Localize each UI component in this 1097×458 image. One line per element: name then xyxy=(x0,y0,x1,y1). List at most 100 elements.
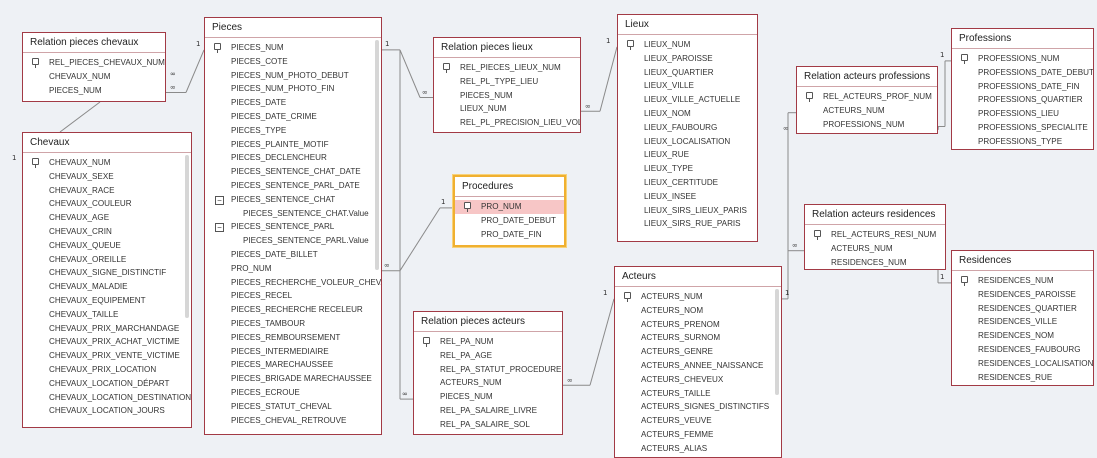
field[interactable]: PIECES_SENTENCE_CHAT.Value xyxy=(205,207,381,221)
table-title[interactable]: Residences xyxy=(952,251,1093,271)
field[interactable]: ACTEURS_SURNOM xyxy=(615,331,781,345)
field[interactable]: CHEVAUX_SEXE xyxy=(23,170,191,184)
field[interactable]: CHEVAUX_LOCATION_DESTINATION xyxy=(23,391,191,405)
field[interactable]: PROFESSIONS_SPECIALITE xyxy=(952,121,1093,135)
field[interactable]: LIEUX_VILLE xyxy=(618,79,757,93)
primary-key-field[interactable]: REL_PIECES_CHEVAUX_NUM xyxy=(23,56,165,70)
table-title[interactable]: Relation pieces chevaux xyxy=(23,33,165,53)
relationship-line[interactable] xyxy=(185,49,205,93)
primary-key-field[interactable]: REL_PA_NUM xyxy=(414,335,562,349)
field[interactable]: CHEVAUX_EQUIPEMENT xyxy=(23,294,191,308)
field[interactable]: PIECES_NUM xyxy=(414,390,562,404)
field[interactable]: LIEUX_INSEE xyxy=(618,190,757,204)
field[interactable]: CHEVAUX_SIGNE_DISTINCTIF xyxy=(23,266,191,280)
field[interactable]: ACTEURS_FEMME xyxy=(615,428,781,442)
primary-key-field[interactable]: LIEUX_NUM xyxy=(618,38,757,52)
field[interactable]: PROFESSIONS_LIEU xyxy=(952,107,1093,121)
field[interactable]: ACTEURS_NUM xyxy=(805,242,945,256)
field[interactable]: ACTEURS_ALIAS xyxy=(615,442,781,456)
table-title[interactable]: Chevaux xyxy=(23,133,191,153)
relationship-line[interactable] xyxy=(599,46,618,112)
table-title[interactable]: Acteurs xyxy=(615,267,781,287)
field[interactable]: REL_PL_TYPE_LIEU xyxy=(434,75,580,89)
field[interactable]: LIEUX_SIRS_RUE_PARIS xyxy=(618,217,757,231)
field[interactable]: RESIDENCES_NUM xyxy=(805,256,945,269)
field[interactable]: PIECES_NUM_PHOTO_DEBUT xyxy=(205,69,381,83)
field[interactable]: CHEVAUX_LOCATION_JOURS xyxy=(23,404,191,418)
field[interactable]: RESIDENCES_NOM xyxy=(952,329,1093,343)
primary-key-field[interactable]: ACTEURS_NUM xyxy=(615,290,781,304)
field[interactable]: ACTEURS_VEUVE xyxy=(615,414,781,428)
field[interactable]: PRO_DATE_FIN xyxy=(455,228,564,242)
field[interactable]: CHEVAUX_PRIX_MARCHANDAGE xyxy=(23,322,191,336)
field[interactable]: ACTEURS_GENRE xyxy=(615,345,781,359)
field[interactable]: ACTEURS_PRENOM xyxy=(615,318,781,332)
field[interactable]: CHEVAUX_PRIX_VENTE_VICTIME xyxy=(23,349,191,363)
relationship-line[interactable] xyxy=(589,298,615,386)
field[interactable]: CHEVAUX_PRIX_ACHAT_VICTIME xyxy=(23,335,191,349)
primary-key-field[interactable]: PIECES_NUM xyxy=(205,41,381,55)
field[interactable]: REL_PA_STATUT_PROCEDURE xyxy=(414,363,562,377)
field[interactable]: PRO_DATE_DEBUT xyxy=(455,214,564,228)
relationship-line[interactable] xyxy=(399,207,441,271)
field[interactable]: LIEUX_NUM xyxy=(434,102,580,116)
field[interactable]: RESIDENCES_QUARTIER xyxy=(952,302,1093,316)
primary-key-field[interactable]: PRO_NUM xyxy=(455,200,564,214)
table-title[interactable]: Relation pieces acteurs xyxy=(414,312,562,332)
field[interactable]: PIECES_TYPE xyxy=(205,124,381,138)
primary-key-field[interactable]: REL_ACTEURS_RESI_NUM xyxy=(805,228,945,242)
field[interactable]: PROFESSIONS_NUM xyxy=(797,118,937,132)
field[interactable]: PIECES_SENTENCE_PARL.Value xyxy=(205,234,381,248)
field[interactable]: LIEUX_NOM xyxy=(618,107,757,121)
collapse-icon[interactable]: − xyxy=(215,195,224,205)
field[interactable]: CHEVAUX_AGE xyxy=(23,211,191,225)
field[interactable]: ACTEURS_SIGNES_DISTINCTIFS xyxy=(615,400,781,414)
field[interactable]: LIEUX_CERTITUDE xyxy=(618,176,757,190)
field[interactable]: REL_PA_SALAIRE_SOL xyxy=(414,418,562,432)
field[interactable]: PIECES_SENTENCE_CHAT_DATE xyxy=(205,165,381,179)
relationship-line[interactable] xyxy=(399,49,421,98)
field[interactable]: CHEVAUX_RACE xyxy=(23,184,191,198)
field[interactable]: RESIDENCES_FAUBOURG xyxy=(952,343,1093,357)
primary-key-field[interactable]: PROFESSIONS_NUM xyxy=(952,52,1093,66)
field[interactable]: REL_PA_AGE xyxy=(414,349,562,363)
field[interactable]: LIEUX_PAROISSE xyxy=(618,52,757,66)
collapse-icon[interactable]: − xyxy=(215,223,224,233)
field[interactable]: LIEUX_TYPE xyxy=(618,162,757,176)
field[interactable]: PIECES_DATE_BILLET xyxy=(205,248,381,262)
table-title[interactable]: Professions xyxy=(952,29,1093,49)
scrollbar[interactable] xyxy=(775,289,779,395)
field[interactable]: PIECES_ECROUE xyxy=(205,386,381,400)
field[interactable]: PIECES_RECEL xyxy=(205,289,381,303)
field[interactable]: PIECES_NUM xyxy=(434,89,580,103)
field[interactable]: ACTEURS_CHEVEUX xyxy=(615,373,781,387)
relationship-line[interactable] xyxy=(59,101,101,133)
field[interactable]: PIECES_DATE_CRIME xyxy=(205,110,381,124)
field[interactable]: CHEVAUX_TAILLE xyxy=(23,308,191,322)
field[interactable]: LIEUX_LOCALISATION xyxy=(618,135,757,149)
field[interactable]: PRO_NUM xyxy=(205,262,381,276)
field[interactable]: PIECES_BRIGADE MARECHAUSSEE xyxy=(205,372,381,386)
field[interactable]: LIEUX_VILLE_ACTUELLE xyxy=(618,93,757,107)
primary-key-field[interactable]: REL_PIECES_LIEUX_NUM xyxy=(434,61,580,75)
field[interactable]: CHEVAUX_COULEUR xyxy=(23,197,191,211)
field[interactable]: CHEVAUX_PRIX_LOCATION xyxy=(23,363,191,377)
table-title[interactable]: Relation acteurs professions xyxy=(797,67,937,87)
field[interactable]: PIECES_RECHERCHE RECELEUR xyxy=(205,303,381,317)
field[interactable]: RESIDENCES_RUE xyxy=(952,371,1093,385)
field[interactable]: CHEVAUX_LOCATION_DÉPART xyxy=(23,377,191,391)
primary-key-field[interactable]: RESIDENCES_NUM xyxy=(952,274,1093,288)
field[interactable]: LIEUX_QUARTIER xyxy=(618,66,757,80)
table-title[interactable]: Lieux xyxy=(618,15,757,35)
primary-key-field[interactable]: CHEVAUX_NUM xyxy=(23,156,191,170)
field[interactable]: PIECES_CHEVAL_RETROUVE xyxy=(205,414,381,428)
field[interactable]: PIECES_RECHERCHE_VOLEUR_CHEVAL xyxy=(205,276,381,290)
field[interactable]: PIECES_PLAINTE_MOTIF xyxy=(205,138,381,152)
